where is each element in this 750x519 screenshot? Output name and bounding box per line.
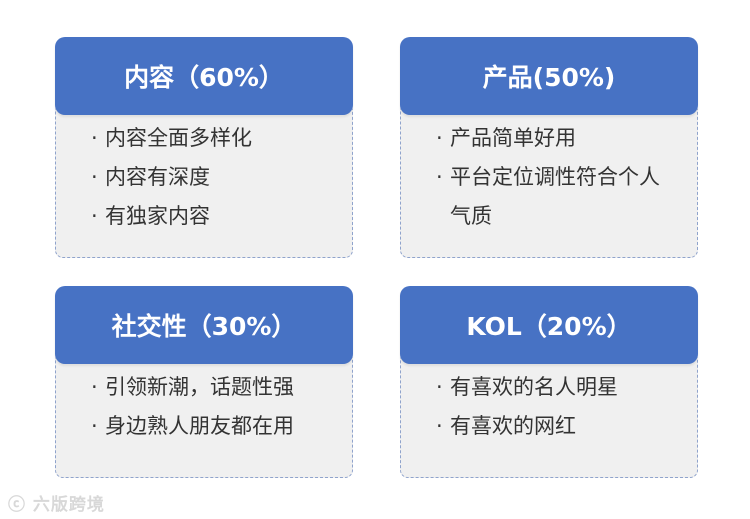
list-item: 内容全面多样化 [91, 119, 333, 158]
card-header: 社交性（30%） [55, 286, 353, 364]
item-list: 有喜欢的名人明星 有喜欢的网红 [436, 368, 678, 446]
card-content: 内容（60%） 内容全面多样化 内容有深度 有独家内容 [55, 37, 353, 258]
card-title: 内容（60%） [124, 63, 284, 92]
item-list: 产品简单好用 平台定位调性符合个人气质 [436, 119, 664, 236]
item-list: 内容全面多样化 内容有深度 有独家内容 [91, 119, 333, 236]
list-item: 引领新潮，话题性强 [91, 368, 333, 407]
card-title: 社交性（30%） [111, 312, 297, 341]
list-item: 有喜欢的名人明星 [436, 368, 678, 407]
list-item: 内容有深度 [91, 158, 333, 197]
card-social: 社交性（30%） 引领新潮，话题性强 身边熟人朋友都在用 [55, 286, 353, 478]
watermark-logo: ⓒ 六版跨境 [8, 495, 105, 515]
card-title: 产品(50%) [482, 63, 616, 92]
card-header: 内容（60%） [55, 37, 353, 115]
list-item: 产品简单好用 [436, 119, 664, 158]
list-item: 有喜欢的网红 [436, 407, 678, 446]
card-kol: KOL（20%） 有喜欢的名人明星 有喜欢的网红 [400, 286, 698, 478]
list-item: 平台定位调性符合个人气质 [436, 158, 664, 236]
list-item: 有独家内容 [91, 197, 333, 236]
card-title: KOL（20%） [466, 312, 632, 341]
card-header: KOL（20%） [400, 286, 698, 364]
card-header: 产品(50%) [400, 37, 698, 115]
list-item: 身边熟人朋友都在用 [91, 407, 333, 446]
item-list: 引领新潮，话题性强 身边熟人朋友都在用 [91, 368, 333, 446]
card-product: 产品(50%) 产品简单好用 平台定位调性符合个人气质 [400, 37, 698, 258]
